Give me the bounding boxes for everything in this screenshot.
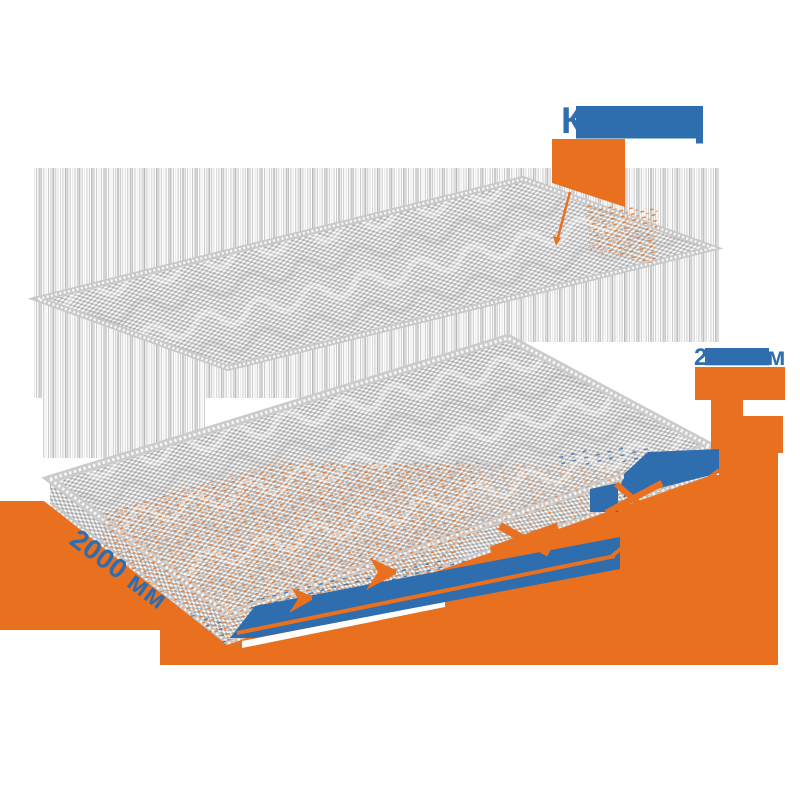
svg-text:м: м (767, 343, 786, 371)
svg-text:2: 2 (694, 344, 707, 371)
